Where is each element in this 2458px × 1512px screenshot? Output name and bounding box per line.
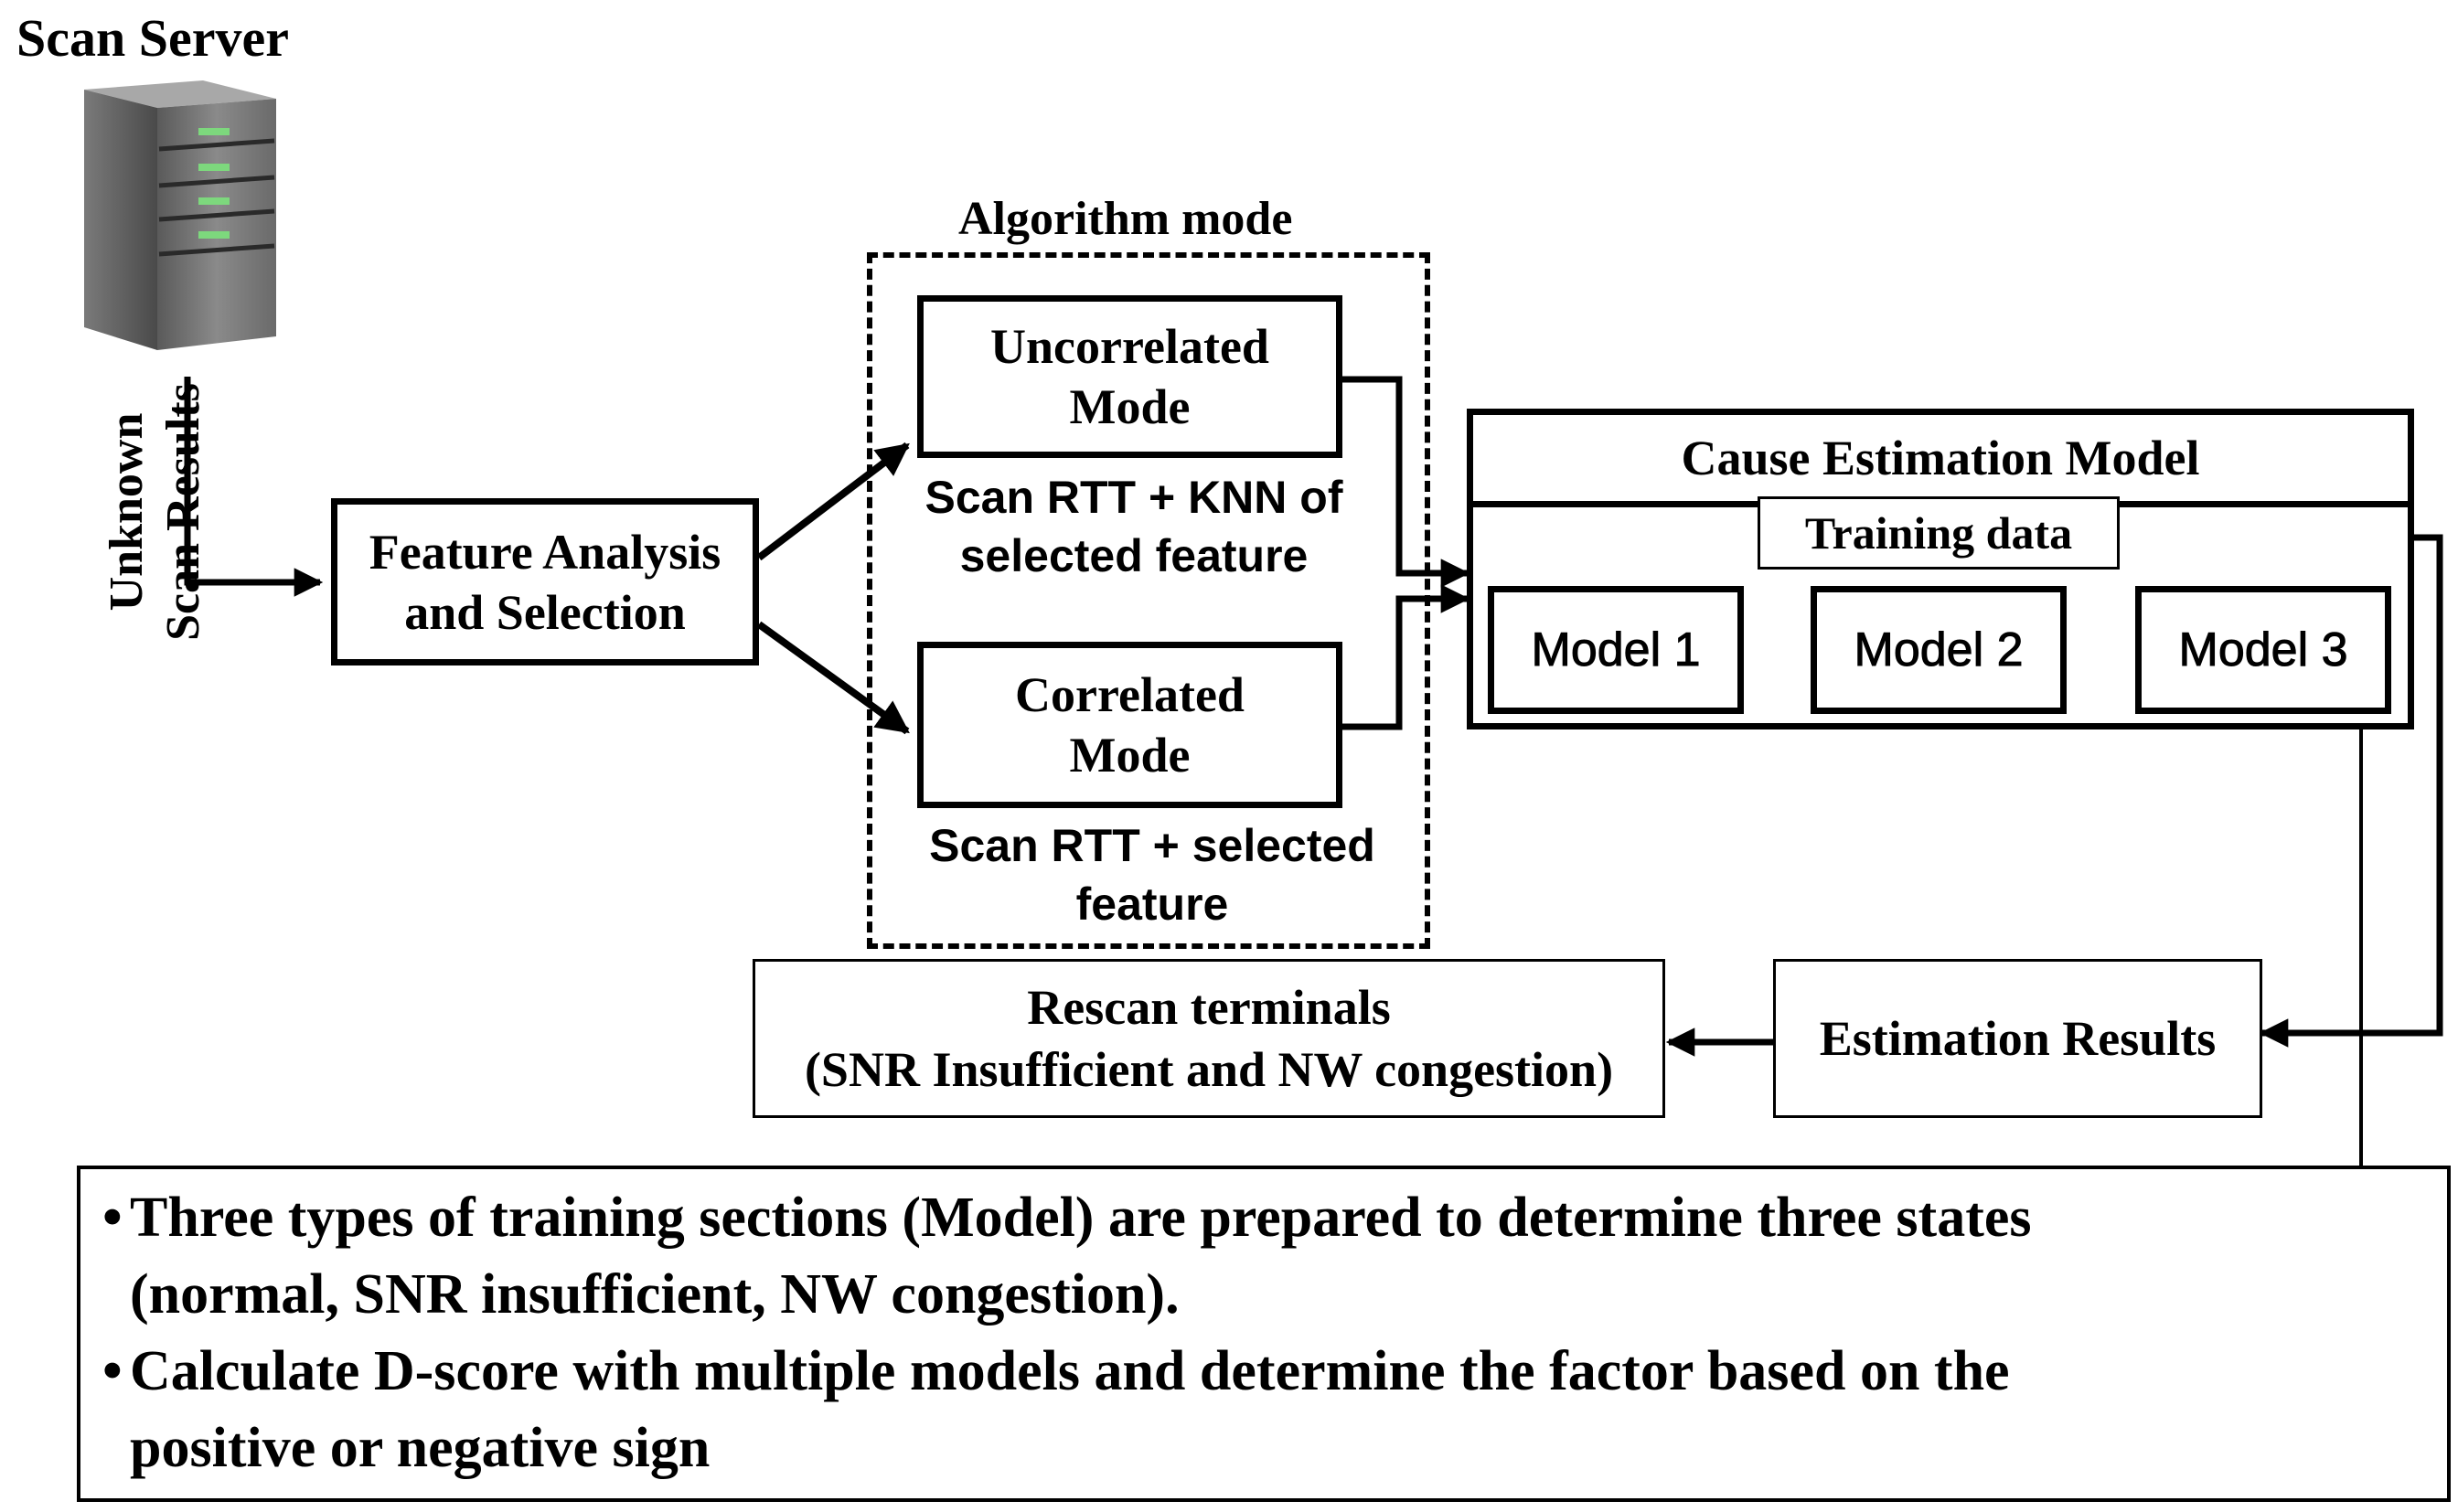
correlated-caption: Scan RTT + selected feature [901, 816, 1404, 933]
algorithm-mode-frame [867, 252, 1430, 949]
arrow-correlated-to-model [1341, 584, 1470, 730]
note-2-line2: positive or negative sign [130, 1417, 711, 1479]
correlated-caption-line1: Scan RTT + selected [929, 820, 1375, 871]
note-item-2: • Calculate D-score with multiple models… [102, 1333, 2425, 1486]
model-2-label: Model 2 [1854, 623, 2024, 677]
correlated-line2: Mode [1069, 728, 1191, 783]
uncorrelated-mode-box: Uncorrelated Mode [917, 295, 1342, 458]
uncorrelated-caption: Scan RTT + KNN of selected feature [901, 468, 1367, 585]
arrow-feature-to-uncorrelated [756, 442, 910, 561]
correlated-mode-box: Correlated Mode [917, 642, 1342, 808]
input-label-line1: Unknown [101, 412, 153, 612]
estimation-results-box: Estimation Results [1773, 959, 2262, 1118]
note-1-line2: (normal, SNR insufficient, NW congestion… [130, 1263, 1180, 1326]
algorithm-mode-title: Algorithm mode [958, 193, 1293, 245]
note-1-line1: Three types of training sections (Model)… [130, 1187, 2032, 1249]
arrow-server-to-feature [184, 377, 324, 597]
arrow-uncorrelated-to-model [1341, 376, 1470, 588]
uncorrelated-line2: Mode [1069, 379, 1191, 434]
model-3-box: Model 3 [2135, 586, 2391, 714]
model-1-box: Model 1 [1488, 586, 1744, 714]
correlated-caption-line2: feature [1075, 878, 1229, 930]
server-icon [84, 80, 276, 350]
feature-line2: and Selection [404, 584, 686, 640]
rescan-line2: (SNR Insufficient and NW congestion) [804, 1042, 1614, 1097]
arrow-feature-to-correlated [756, 621, 910, 735]
input-label-line2: Scan Results [157, 383, 209, 641]
uncorrelated-line1: Uncorrelated [990, 319, 1269, 374]
cause-model-title: Cause Estimation Model [1681, 431, 2200, 485]
cause-model-header: Cause Estimation Model [1467, 409, 2414, 507]
uncorrelated-caption-line1: Scan RTT + KNN of [924, 472, 1343, 523]
feature-analysis-box: Feature Analysis and Selection [331, 498, 759, 665]
notes-box [77, 1166, 2451, 1502]
server-title: Scan Server [16, 8, 289, 68]
note-2-line1: Calculate D-score with multiple models a… [130, 1340, 2010, 1402]
correlated-line1: Correlated [1015, 667, 1245, 722]
training-data-label: Training data [1758, 496, 2120, 570]
model-2-box: Model 2 [1811, 586, 2067, 714]
arrow-model-to-estimation [2259, 534, 2443, 1048]
note-bullet-2: • [102, 1340, 123, 1402]
model-1-label: Model 1 [1531, 623, 1701, 677]
rescan-box: Rescan terminals (SNR Insufficient and N… [753, 959, 1665, 1118]
note-item-1: • Three types of training sections (Mode… [102, 1179, 2425, 1333]
rescan-line1: Rescan terminals [1027, 980, 1391, 1035]
estimation-results-label: Estimation Results [1819, 1011, 2217, 1066]
model-3-label: Model 3 [2178, 623, 2348, 677]
uncorrelated-caption-line2: selected feature [959, 530, 1309, 581]
note-bullet-1: • [102, 1187, 123, 1249]
notes-content: • Three types of training sections (Mode… [102, 1179, 2425, 1486]
feature-line1: Feature Analysis [369, 524, 721, 580]
training-data-text: Training data [1804, 507, 2073, 559]
